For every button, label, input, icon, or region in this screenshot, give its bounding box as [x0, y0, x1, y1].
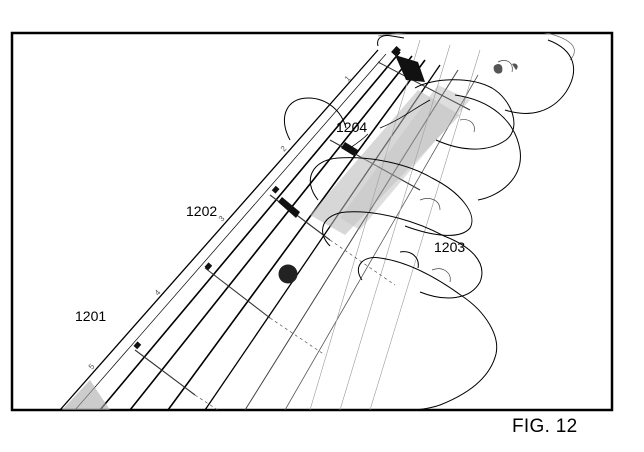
label-1201: 1201 — [75, 308, 106, 324]
figure-caption: FIG. 12 — [512, 416, 577, 438]
label-1203: 1203 — [434, 239, 465, 255]
label-1202: 1202 — [186, 203, 217, 219]
finger-position-dot — [279, 265, 298, 284]
label-1204: 1204 — [336, 119, 367, 135]
figure-frame — [12, 33, 612, 410]
